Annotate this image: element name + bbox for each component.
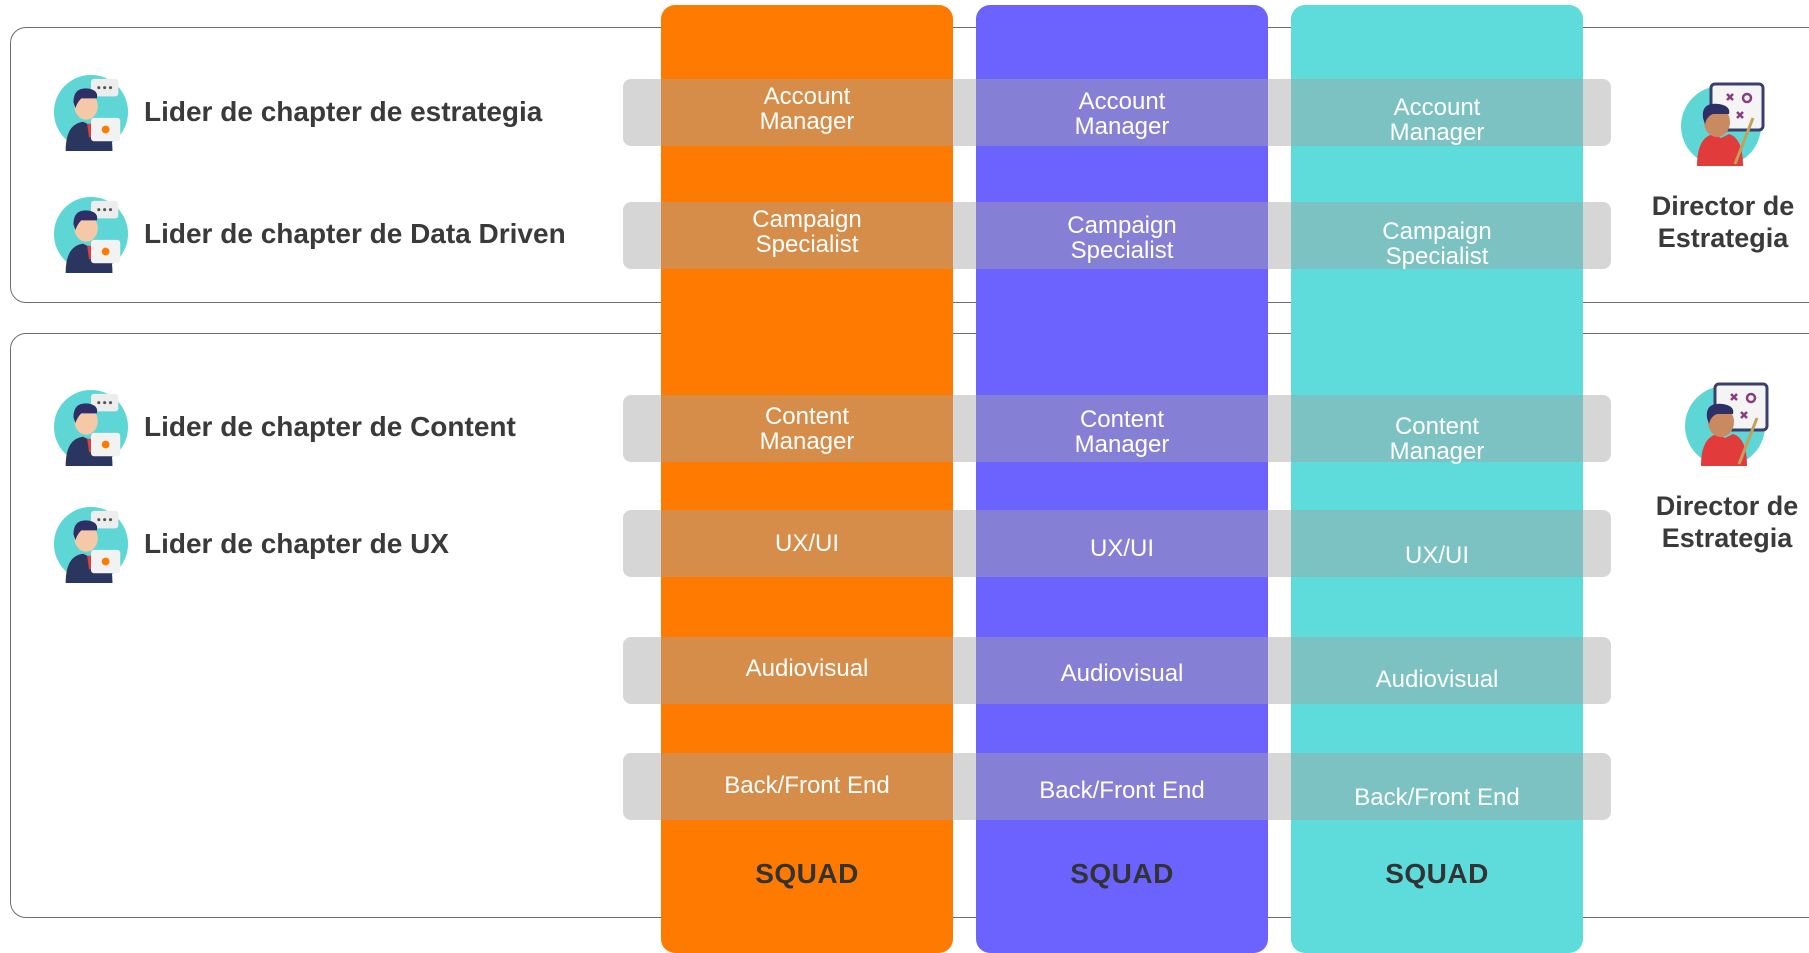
role-band-back-front-end: [623, 753, 1611, 820]
director-block: Director de Estrategia: [1632, 378, 1809, 554]
squad-column-teal: [1291, 5, 1583, 953]
squad-label-orange: SQUAD: [755, 858, 859, 889]
chapter-leader-avatar-icon: [53, 506, 129, 583]
cell-ux-ui: UX/UI: [1089, 534, 1154, 562]
director-label: Director de Estrategia: [1651, 191, 1795, 253]
director-strategy-board-icon: [1685, 382, 1769, 466]
squad-label-teal: SQUAD: [1385, 858, 1489, 889]
squad-column-orange: [661, 5, 953, 953]
role-band-audiovisual: [623, 637, 1611, 704]
cell-audiovisual: Audiovisual: [1060, 659, 1184, 687]
cell-content-manager: Content Manager: [1389, 413, 1485, 465]
cell-ux-ui: UX/UI: [774, 529, 839, 557]
role-band-content-manager: [623, 395, 1611, 462]
leader-label: Lider de chapter de Content: [144, 411, 516, 442]
cell-campaign-specialist: Campaign Specialist: [1067, 212, 1177, 264]
chapter-leader-avatar-icon: [53, 74, 129, 151]
role-band-campaign-specialist: [623, 202, 1611, 269]
leader-label: Lider de chapter de estrategia: [144, 96, 543, 127]
chapter-leader-avatar-icon: [53, 196, 129, 273]
role-band-account-manager: [623, 79, 1611, 146]
cell-account-manager: Account Manager: [1074, 88, 1170, 140]
leader-row: Lider de chapter de estrategia: [52, 73, 542, 151]
cell-back-front-end: Back/Front End: [1039, 776, 1205, 804]
squad-column-purple: [976, 5, 1268, 953]
squad-label-purple: SQUAD: [1070, 858, 1174, 889]
cell-audiovisual: Audiovisual: [745, 654, 869, 682]
leader-row: Lider de chapter de Data Driven: [52, 195, 566, 273]
chapter-leader-avatar-icon: [53, 389, 129, 466]
leader-row: Lider de chapter de Content: [52, 388, 516, 466]
cell-content-manager: Content Manager: [759, 403, 855, 455]
leader-label: Lider de chapter de Data Driven: [144, 218, 566, 249]
director-block: Director de Estrategia: [1628, 78, 1809, 254]
leader-label: Lider de chapter de UX: [144, 528, 449, 559]
cell-account-manager: Account Manager: [1389, 94, 1485, 146]
director-label: Director de Estrategia: [1655, 491, 1799, 553]
cell-audiovisual: Audiovisual: [1375, 665, 1499, 693]
cell-account-manager: Account Manager: [759, 83, 855, 135]
leader-row: Lider de chapter de UX: [52, 505, 449, 583]
cell-campaign-specialist: Campaign Specialist: [752, 206, 862, 258]
role-band-ux-ui: [623, 510, 1611, 577]
cell-back-front-end: Back/Front End: [724, 771, 890, 799]
cell-ux-ui: UX/UI: [1404, 541, 1469, 569]
director-strategy-board-icon: [1681, 82, 1765, 166]
cell-campaign-specialist: Campaign Specialist: [1382, 218, 1492, 270]
cell-content-manager: Content Manager: [1074, 406, 1170, 458]
cell-back-front-end: Back/Front End: [1354, 783, 1520, 811]
